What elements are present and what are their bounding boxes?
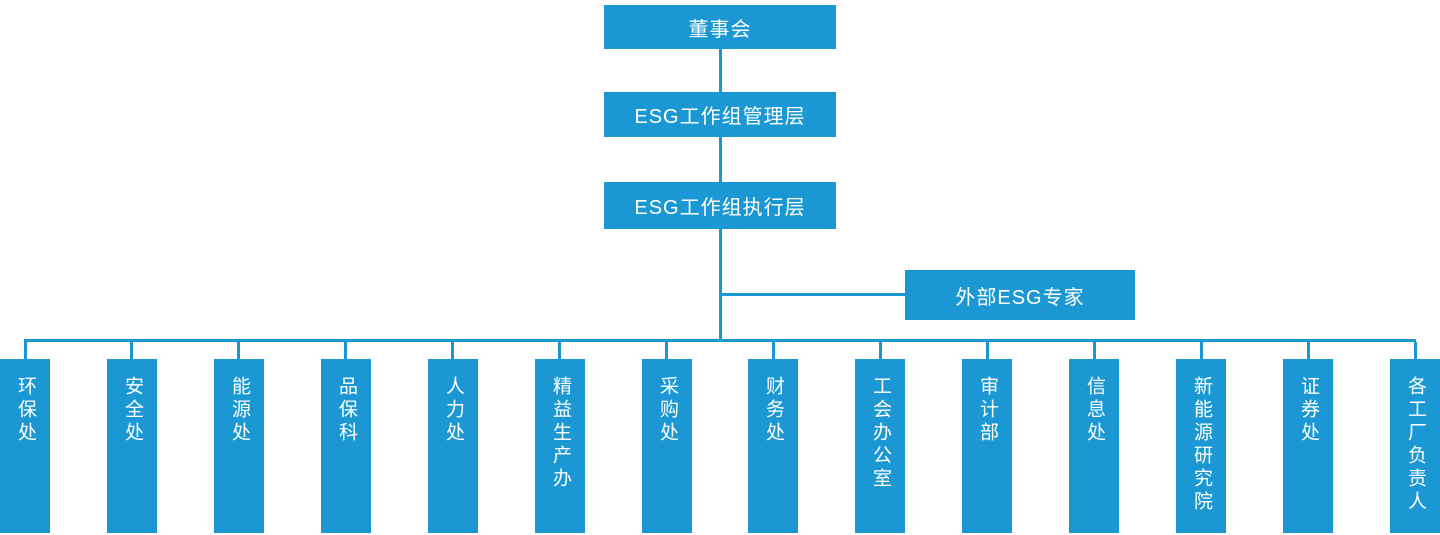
dept-label-1: 安全处 <box>122 376 143 445</box>
dept-label-7: 财务处 <box>763 376 784 445</box>
dept-label-0: 环保处 <box>15 376 36 445</box>
connector-stub-dept-5 <box>558 342 561 359</box>
connector-departments-bus <box>24 339 1416 342</box>
dept-label-12: 证券处 <box>1298 376 1319 445</box>
dept-box-8: 工会办公室 <box>855 359 905 533</box>
dept-box-10: 信息处 <box>1069 359 1119 533</box>
dept-label-8: 工会办公室 <box>870 376 891 491</box>
dept-box-5: 精益生产办 <box>535 359 585 533</box>
node-execution-label: ESG工作组执行层 <box>634 197 806 219</box>
connector-stub-dept-10 <box>1093 342 1096 359</box>
node-esg-working-group-management: ESG工作组管理层 <box>604 92 836 137</box>
node-management-label: ESG工作组管理层 <box>634 106 806 128</box>
dept-label-11: 新能源研究院 <box>1191 376 1212 514</box>
dept-label-9: 审计部 <box>977 376 998 445</box>
node-advisor-label: 外部ESG专家 <box>955 286 1085 309</box>
connector-stub-dept-11 <box>1200 342 1203 359</box>
dept-label-4: 人力处 <box>443 376 464 445</box>
connector-stub-dept-13 <box>1414 342 1417 359</box>
connector-management-to-execution <box>719 137 722 182</box>
node-board-label: 董事会 <box>688 18 752 41</box>
dept-box-7: 财务处 <box>748 359 798 533</box>
dept-label-3: 品保科 <box>336 376 357 445</box>
connector-stub-dept-7 <box>772 342 775 359</box>
dept-box-2: 能源处 <box>214 359 264 533</box>
node-esg-working-group-execution: ESG工作组执行层 <box>604 182 836 229</box>
connector-stub-dept-1 <box>130 342 133 359</box>
dept-box-4: 人力处 <box>428 359 478 533</box>
connector-trunk-to-advisor <box>721 293 905 296</box>
dept-label-5: 精益生产办 <box>550 376 571 491</box>
node-external-esg-experts: 外部ESG专家 <box>905 270 1135 320</box>
connector-stub-dept-12 <box>1307 342 1310 359</box>
dept-label-2: 能源处 <box>229 376 250 445</box>
connector-stub-dept-3 <box>344 342 347 359</box>
dept-box-3: 品保科 <box>321 359 371 533</box>
dept-box-9: 审计部 <box>962 359 1012 533</box>
dept-label-13: 各工厂负责人 <box>1405 376 1426 514</box>
connector-stub-dept-2 <box>237 342 240 359</box>
dept-box-11: 新能源研究院 <box>1176 359 1226 533</box>
connector-stub-dept-9 <box>986 342 989 359</box>
dept-label-10: 信息处 <box>1084 376 1105 445</box>
connector-board-to-management <box>719 49 722 92</box>
dept-box-12: 证券处 <box>1283 359 1333 533</box>
dept-box-1: 安全处 <box>107 359 157 533</box>
connector-stub-dept-4 <box>451 342 454 359</box>
dept-box-6: 采购处 <box>642 359 692 533</box>
dept-label-6: 采购处 <box>657 376 678 445</box>
connector-stub-dept-8 <box>879 342 882 359</box>
connector-stub-dept-6 <box>665 342 668 359</box>
dept-box-13: 各工厂负责人 <box>1390 359 1440 533</box>
dept-box-0: 环保处 <box>0 359 50 533</box>
node-board-of-directors: 董事会 <box>604 5 836 49</box>
connector-stub-dept-0 <box>24 342 27 359</box>
connector-execution-trunk <box>719 229 722 340</box>
